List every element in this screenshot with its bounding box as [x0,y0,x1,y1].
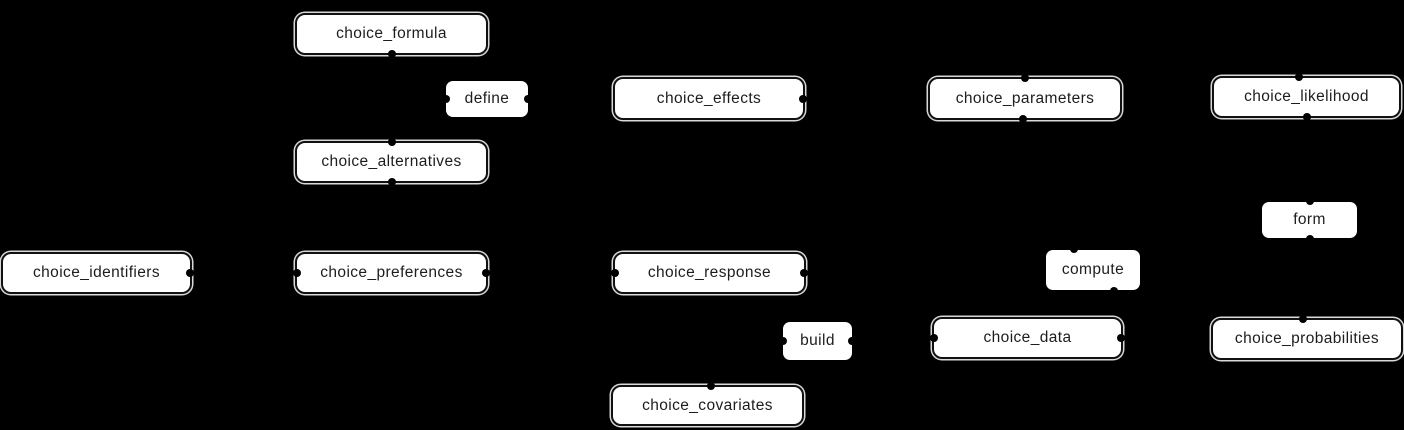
edge-connector-notch [1117,334,1125,342]
node-label: choice_parameters [955,89,1095,107]
edge-connector-notch [293,269,301,277]
node-choice-covariates: choice_covariates [611,382,804,426]
edge-label-build: build [779,322,856,360]
node-choice-identifiers: choice_identifiers [1,252,194,294]
edge-connector-notch [387,50,396,58]
edge-connector-notch [1109,287,1118,295]
edge-connector-notch [442,95,450,103]
node-choice-preferences: choice_preferences [293,252,490,294]
node-choice-formula: choice_formula [295,13,488,58]
edge-connector-notch [1305,235,1314,243]
edge-connector-notch [930,334,938,342]
edge-connector-notch [1302,113,1311,121]
node-label: choice_identifiers [33,264,160,281]
edge-connector-notch [482,269,490,277]
edge-label-text: form [1293,211,1326,228]
edge-connector-notch [800,269,808,277]
edge-connector-notch [611,269,619,277]
edge-label-text: build [800,332,835,349]
node-choice-effects: choice_effects [613,77,807,120]
node-label: choice_formula [336,25,447,42]
edge-connector-notch [1295,73,1304,81]
edge-label-compute: compute [1046,245,1140,295]
edge-connector-notch [779,337,787,345]
node-choice-response: choice_response [611,252,808,294]
edge-label-define: define [442,81,532,117]
node-choice-parameters: choice_parameters [928,74,1122,123]
node-choice-data: choice_data [930,317,1125,359]
edge-connector-notch [524,95,532,103]
node-label: choice_effects [656,89,762,107]
edge-connector-notch [387,138,396,146]
edge-label-text: compute [1061,261,1125,278]
node-label: choice_preferences [320,264,463,281]
node-choice-alternatives: choice_alternatives [295,138,488,186]
edge-label-text: define [464,90,510,107]
edge-label-form: form [1262,197,1357,243]
node-label: choice_alternatives [321,153,462,170]
edge-connector-notch [387,178,396,186]
edge-connector-notch [848,337,856,345]
edge-connector-notch [186,269,194,277]
edge-connector-notch [1305,197,1314,205]
node-label: choice_data [983,329,1072,346]
node-choice-probabilities: choice_probabilities [1211,315,1403,360]
edge-connector-notch [1021,74,1029,82]
edge-connector-notch [1019,115,1028,123]
edge-connector-notch [707,382,716,390]
node-label: choice_response [647,264,772,281]
edge-connector-notch [1299,315,1308,323]
node-label: choice_probabilities [1234,330,1380,347]
node-label: choice_likelihood [1244,88,1369,105]
edge-connector-notch [1070,245,1079,253]
node-label: choice_covariates [642,396,773,414]
edge-connector-notch [799,94,807,103]
node-choice-likelihood: choice_likelihood [1212,73,1401,121]
